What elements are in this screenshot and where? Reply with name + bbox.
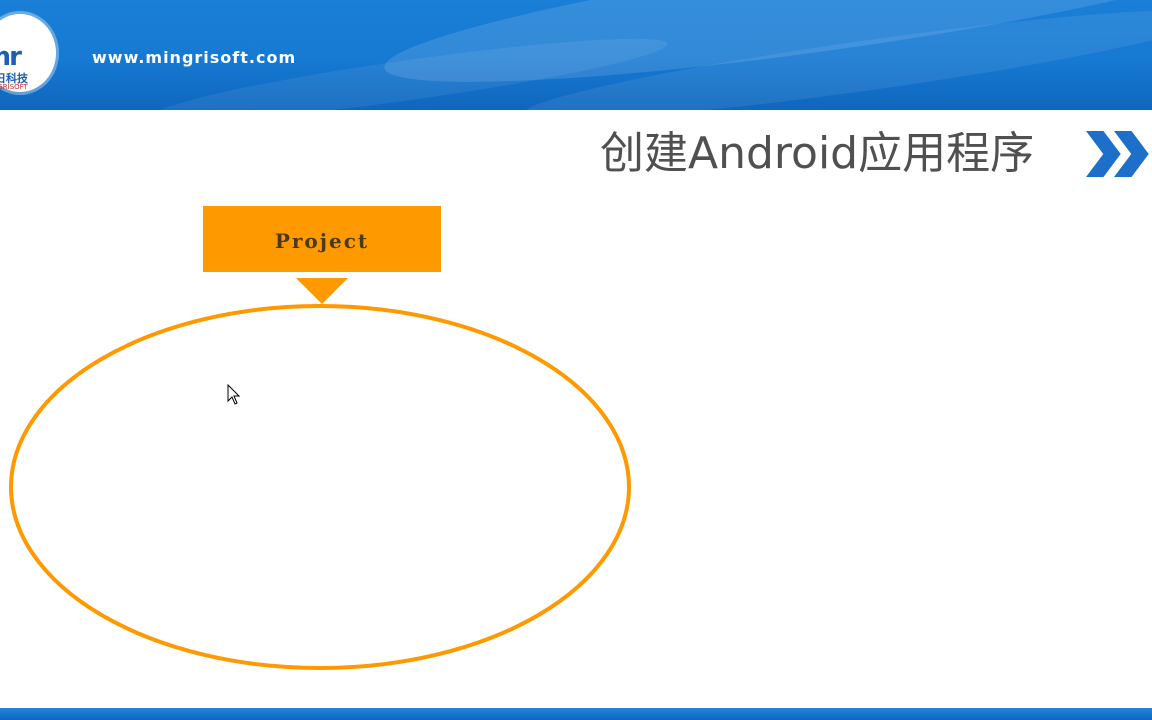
mouse-cursor-icon xyxy=(227,384,241,405)
company-logo: mr 明日科技 MINGRISOFT xyxy=(0,14,56,92)
logo-mark: mr xyxy=(0,42,22,72)
logo-name-cn: 明日科技 xyxy=(0,72,28,85)
logo-name-en: MINGRISOFT xyxy=(0,83,28,91)
slide-title: 创建Android应用程序 xyxy=(600,128,1035,179)
double-chevron-icon xyxy=(1082,129,1152,179)
footer-bar xyxy=(0,708,1152,720)
project-ellipse xyxy=(9,304,631,670)
down-arrow xyxy=(296,278,348,304)
project-box xyxy=(203,206,441,272)
header-banner: mr 明日科技 MINGRISOFT www.mingrisoft.com xyxy=(0,0,1152,110)
project-box-label: Project xyxy=(275,229,369,253)
website-url: www.mingrisoft.com xyxy=(92,48,297,67)
